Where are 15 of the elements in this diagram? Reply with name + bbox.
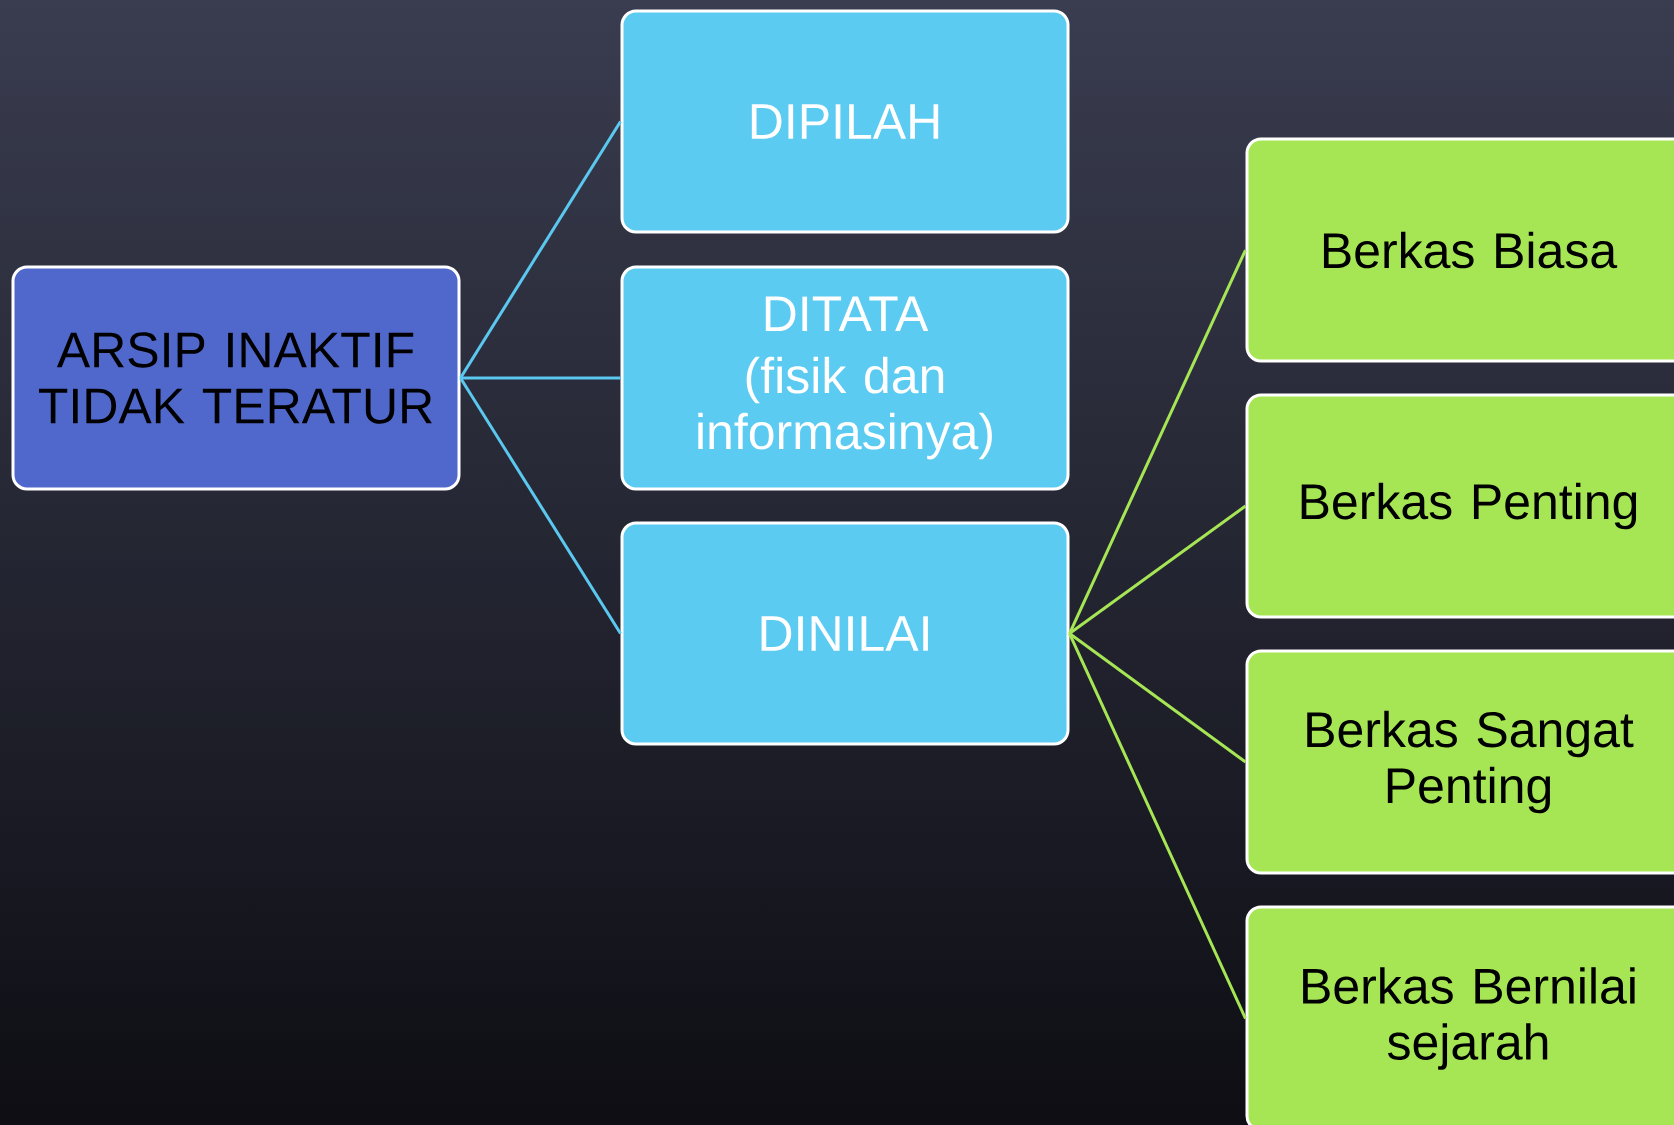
connector-line [1068, 504, 1247, 635]
connector-line [1068, 632, 1247, 1020]
process-box: ARSIP INAKTIF TIDAK TERATUR [11, 265, 461, 491]
connector-line [1068, 249, 1247, 635]
process-box: DIPILAH [620, 9, 1070, 234]
connector-line [460, 376, 621, 380]
process-box: Berkas Biasa [1245, 137, 1674, 363]
process-box: DINILAI [620, 521, 1070, 746]
process-box: Berkas Penting [1245, 393, 1674, 619]
process-box: Berkas Sangat Penting [1245, 649, 1674, 875]
connector-line [459, 120, 622, 379]
process-box: DITATA (fisik dan informasinya) [620, 265, 1070, 491]
connector-line [1068, 632, 1247, 764]
process-box: Berkas Bernilai sejarah [1245, 905, 1674, 1125]
connector-line [459, 377, 622, 635]
